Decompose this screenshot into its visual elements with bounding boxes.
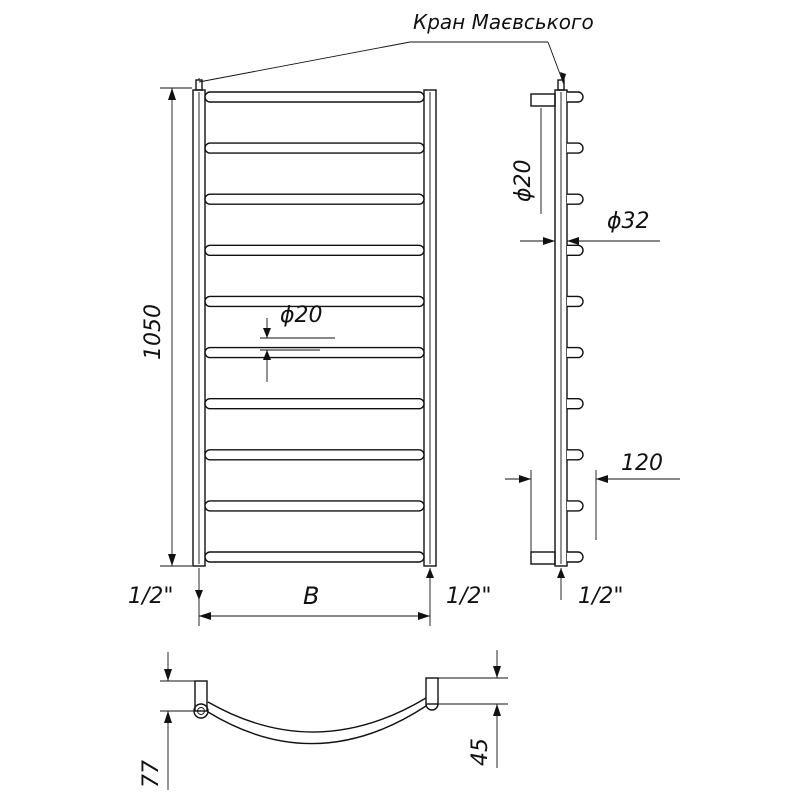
side-rung [567,193,584,205]
rung [204,397,425,410]
side-rung [567,397,584,410]
right-collector [423,89,437,567]
inlet-arrow-side [557,568,565,600]
curved-rung-inner [207,697,427,733]
height-dimension [160,87,192,567]
rung [204,295,425,308]
inlet-left-label: 1/2" [128,584,174,609]
depth-dimension [505,470,680,552]
top-view [193,677,439,745]
top-left-collector [194,680,208,712]
side-rung-diameter-label: ϕ20 [511,159,536,202]
side-rung [567,449,584,461]
offset-left-dimension [160,652,195,790]
side-rung [567,142,584,154]
rung [204,346,425,359]
side-valve [530,93,556,107]
side-rung [567,500,584,512]
collector-diameter-dimension [520,237,660,245]
side-rung [567,244,584,257]
rung [204,449,425,461]
side-foot [530,551,556,565]
rung [204,91,425,103]
inlet-arrow-right [426,568,434,600]
valve-leader [198,41,566,84]
side-rung [567,551,584,563]
rung-diameter-label: ϕ20 [280,303,323,328]
width-label: B [303,582,319,610]
rung [204,551,425,563]
rung [204,500,425,512]
inlet-right-label: 1/2" [446,584,492,609]
top-right-collector [425,677,439,705]
rung [204,244,425,257]
side-rung [567,91,584,103]
side-rungs [567,91,584,563]
rung [204,142,425,154]
width-dimension [198,600,431,626]
inlet-arrow-left [195,568,203,600]
offset-right-label: 45 [468,738,493,766]
rung-diameter-dimension [260,318,335,382]
offset-left-label: 77 [139,760,164,788]
height-label: 1050 [141,304,166,360]
front-view [192,78,437,600]
rungs [204,91,425,563]
valve-label: Кран Маєвського [413,10,594,34]
side-view [530,79,584,600]
depth-label: 120 [621,451,663,476]
curved-rung-outer [207,705,427,745]
side-rung [567,346,584,359]
collector-diameter-label: ϕ32 [607,209,650,234]
side-rung [567,295,584,308]
inlet-side-label: 1/2" [578,584,624,609]
offset-right-dimension [438,650,508,768]
rung [204,193,425,205]
